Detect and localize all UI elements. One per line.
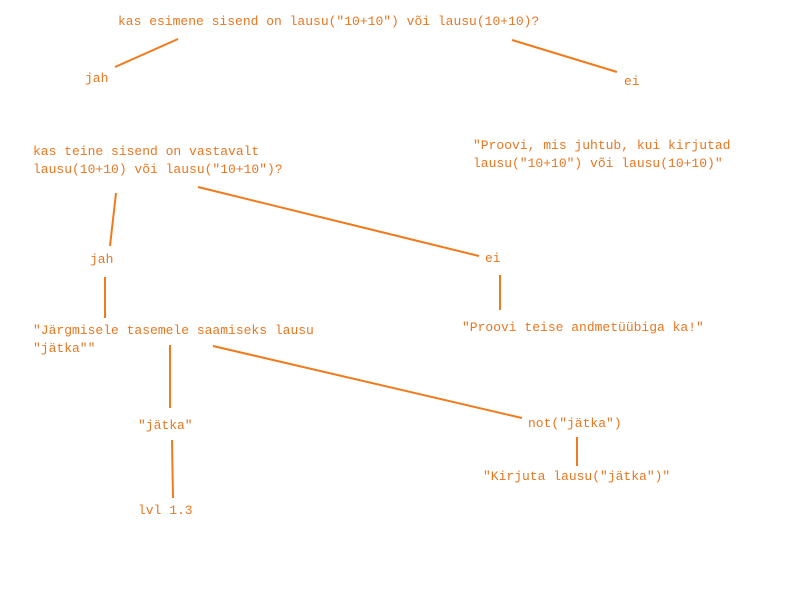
branch-not-jatka: not("jätka") <box>528 416 622 431</box>
branch-ei-first: ei <box>624 74 640 89</box>
edge-jatka-lvl <box>171 439 174 499</box>
prompt-next-level: "Järgmisele tasemele saamiseks lausu "jä… <box>33 322 314 358</box>
hint-try-what-happens-line2: lausu("10+10") või lausu(10+10)" <box>473 156 723 171</box>
prompt-next-level-line2: "jätka"" <box>33 341 96 356</box>
prompt-next-level-line1: "Järgmisele tasemele saamiseks lausu <box>33 323 314 338</box>
branch-ei-second: ei <box>485 251 501 266</box>
branch-jah-first: jah <box>85 71 109 86</box>
edge-q1-ei <box>511 39 618 73</box>
hint-try-what-happens-line1: "Proovi, mis juhtub, kui kirjutad <box>473 138 731 153</box>
hint-try-what-happens: "Proovi, mis juhtub, kui kirjutad lausu(… <box>473 137 730 173</box>
question-second-input-line2: lausu(10+10) või lausu("10+10")? <box>33 162 283 177</box>
edge-q2-ei <box>197 186 480 257</box>
question-second-input: kas teine sisend on vastavalt lausu(10+1… <box>33 143 283 179</box>
branch-jatka: "jätka" <box>138 418 193 433</box>
hint-try-other-datatype: "Proovi teise andmetüübiga ka!" <box>462 320 704 335</box>
level-label: lvl 1.3 <box>138 503 193 518</box>
question-second-input-line1: kas teine sisend on vastavalt <box>33 144 260 159</box>
branch-jah-second: jah <box>90 252 114 267</box>
edge-q2-jah <box>109 192 117 247</box>
question-first-input: kas esimene sisend on lausu("10+10") või… <box>118 14 540 29</box>
edge-q1-jah <box>114 38 179 68</box>
hint-write-jatka: "Kirjuta lausu("jätka")" <box>483 469 671 484</box>
edge-jargmisele-notjatka <box>212 345 523 419</box>
